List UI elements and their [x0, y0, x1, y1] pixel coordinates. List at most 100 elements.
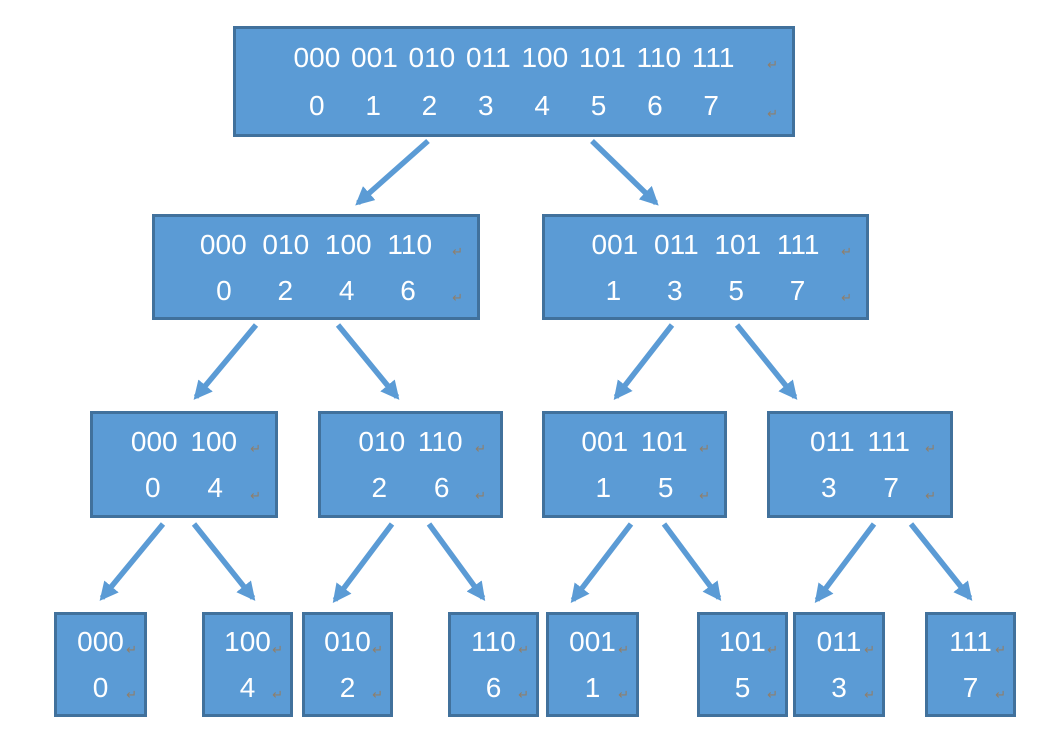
node-bits-line: 010↵ [305, 626, 390, 658]
node-bits-line: 100↵ [205, 626, 290, 658]
bits-text: 010 110 [358, 425, 463, 457]
paragraph-return-mark: ↵ [841, 244, 852, 260]
node-values-line: 2 6 ↵ [321, 472, 500, 504]
paragraph-return-mark: ↵ [518, 641, 529, 657]
arrow-root-evens [355, 138, 430, 206]
tree-node-leaf1: 001 ↵ 1↵ [546, 612, 639, 717]
tree-node-root: 000 001 010 011 100 101 110 111 ↵ 0 1 2 3… [233, 26, 795, 137]
bits-text: 011 [816, 626, 862, 658]
values-text: 3 [831, 671, 847, 703]
node-bits-line: 011 111 ↵ [770, 425, 950, 458]
paragraph-return-mark: ↵ [925, 487, 936, 503]
arrow-pair26-leaf2 [332, 522, 395, 603]
tree-node-pair04: 000 100 ↵ 0 4 ↵ [90, 411, 278, 518]
arrow-pair26-leaf6 [426, 522, 486, 602]
arrow-evens-pair26 [335, 323, 400, 400]
values-text: 0 2 4 6 [216, 274, 416, 306]
bits-text: 000 [77, 626, 124, 658]
node-bits-line: 111↵ [928, 626, 1013, 658]
arrow-pair15-leaf1 [570, 522, 634, 603]
node-bits-line: 011↵ [796, 626, 882, 658]
paragraph-return-mark: ↵ [995, 641, 1006, 657]
tree-node-leaf0: 000↵ 0↵ [54, 612, 147, 717]
paragraph-return-mark: ↵ [699, 487, 710, 503]
bits-text: 000 100 [130, 425, 238, 457]
node-values-line: 1↵ [549, 671, 636, 704]
node-values-line: 0↵ [57, 671, 144, 704]
tree-node-pair26: 010 110 ↵ 2 6 ↵ [318, 411, 503, 518]
node-values-line: 7↵ [928, 672, 1013, 704]
paragraph-return-mark: ↵ [841, 290, 852, 306]
node-values-line: 0 2 4 6↵ [155, 274, 477, 307]
paragraph-return-mark: ↵ [767, 57, 778, 73]
tree-node-leaf6: 110↵ 6↵ [448, 612, 539, 717]
values-text: 2 6 [371, 472, 450, 504]
bits-text: 000 001 010 011 100 101 110 111 [293, 41, 735, 73]
paragraph-return-mark: ↵ [864, 687, 875, 703]
paragraph-return-mark: ↵ [864, 641, 875, 657]
values-text: 3 7 [821, 472, 899, 504]
paragraph-return-mark: ↵ [126, 687, 137, 703]
bits-text: 010 [324, 626, 371, 658]
values-text: 5 [734, 671, 751, 703]
arrow-pair04-leaf0 [99, 522, 166, 601]
arrow-pair04-leaf4 [191, 522, 256, 601]
tree-node-evens: 000 010 100 110↵ 0 2 4 6↵ [152, 214, 480, 320]
arrow-pair37-leaf3 [814, 522, 877, 603]
tree-node-leaf7: 111↵ 7↵ [925, 612, 1016, 717]
node-values-line: 1 3 5 7 ↵ [545, 274, 866, 307]
paragraph-return-mark: ↵ [995, 687, 1006, 703]
node-values-line: 4↵ [205, 671, 290, 704]
arrow-evens-pair04 [193, 323, 259, 400]
arrow-pair37-leaf7 [908, 522, 973, 601]
values-text: 0 1 2 3 4 5 6 7 [308, 90, 720, 122]
node-values-line: 3↵ [796, 671, 882, 704]
bits-text: 011 111 [810, 425, 910, 457]
paragraph-return-mark: ↵ [925, 441, 936, 457]
tree-node-leaf4: 100↵ 4↵ [202, 612, 293, 717]
node-bits-line: 000 010 100 110↵ [155, 229, 477, 261]
node-bits-line: 010 110 ↵ [321, 425, 500, 458]
paragraph-return-mark: ↵ [699, 441, 710, 457]
tree-node-leaf3: 011↵ 3↵ [793, 612, 885, 717]
bits-text: 001 101 [581, 425, 688, 457]
bits-text: 001 [569, 626, 616, 658]
paragraph-return-mark: ↵ [475, 487, 486, 503]
node-bits-line: 110↵ [451, 626, 536, 658]
node-values-line: 6↵ [451, 672, 536, 704]
paragraph-return-mark: ↵ [767, 105, 778, 121]
node-bits-line: 000 001 010 011 100 101 110 111 ↵ [236, 41, 792, 74]
node-values-line: 1 5 ↵ [545, 472, 724, 504]
paragraph-return-mark: ↵ [767, 641, 778, 657]
paragraph-return-mark: ↵ [475, 441, 486, 457]
bits-text: 110 [471, 626, 516, 658]
values-text: 4 [239, 671, 256, 703]
paragraph-return-mark: ↵ [452, 244, 463, 260]
paragraph-return-mark: ↵ [272, 641, 283, 657]
node-values-line: 2↵ [305, 672, 390, 704]
tree-node-pair15: 001 101 ↵ 1 5 ↵ [542, 411, 727, 518]
paragraph-return-mark: ↵ [767, 687, 778, 703]
bits-text: 100 [224, 626, 271, 658]
arrow-odds-pair15 [613, 323, 675, 400]
tree-node-leaf5: 101↵ 5↵ [697, 612, 788, 717]
paragraph-return-mark: ↵ [372, 687, 383, 703]
paragraph-return-mark: ↵ [272, 687, 283, 703]
values-text: 1 [584, 671, 601, 703]
values-text: 0 4 [145, 472, 223, 504]
values-text: 1 3 5 7 [605, 274, 806, 306]
paragraph-return-mark: ↵ [250, 441, 261, 457]
node-values-line: 5↵ [700, 671, 785, 704]
node-values-line: 3 7 ↵ [770, 472, 950, 504]
values-text: 0 [92, 671, 109, 703]
arrow-odds-pair37 [734, 323, 798, 400]
arrow-pair15-leaf5 [661, 522, 722, 602]
paragraph-return-mark: ↵ [618, 687, 629, 703]
node-bits-line: 000 100 ↵ [93, 425, 275, 458]
values-text: 1 5 [595, 472, 674, 504]
bits-text: 101 [719, 626, 766, 658]
node-bits-line: 000↵ [57, 626, 144, 658]
tree-node-pair37: 011 111 ↵ 3 7 ↵ [767, 411, 953, 518]
node-bits-line: 001 101 ↵ [545, 425, 724, 458]
